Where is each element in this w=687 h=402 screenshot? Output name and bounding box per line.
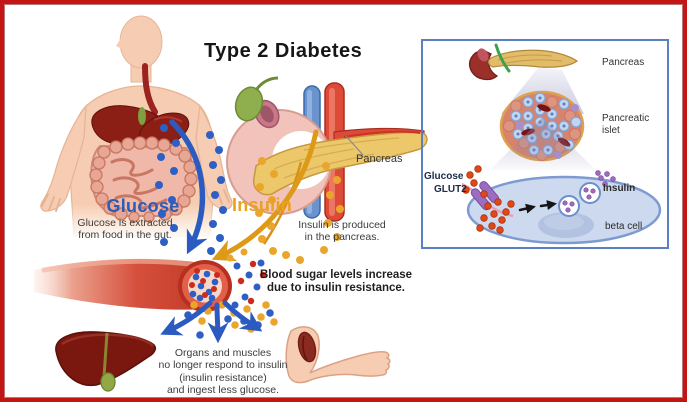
insulin-arrow <box>211 129 319 262</box>
insulin-dots-icon <box>255 157 344 264</box>
organs-note: Organs and muscles no longer respond to … <box>158 347 288 397</box>
distribution-arrows <box>160 300 263 344</box>
beta-cell-icon <box>461 165 662 245</box>
insulin-vesicle-icon <box>558 182 601 217</box>
inset-insulin-label: Insulin <box>603 183 636 194</box>
glucose-molecules-icon <box>462 165 515 234</box>
illustration-layer <box>34 15 662 392</box>
inset-beta-cell-label: beta cell <box>605 221 643 232</box>
insulin-particles-icon <box>595 170 616 187</box>
blood-vessel-icon <box>34 248 267 312</box>
pancreas-pointer-label: Pancreas <box>356 153 403 165</box>
glucose-arrow <box>169 119 208 255</box>
blood-sugar-note: Blood sugar levels increase due to insul… <box>259 269 413 294</box>
glucose-label: Glucose <box>106 196 180 216</box>
inset-glucose-label: Glucose <box>424 171 464 182</box>
arm-muscle-icon <box>285 326 391 384</box>
glucose-dots-icon <box>155 124 227 255</box>
insulin-description: Insulin is produced in the pancreas. <box>298 219 386 243</box>
inset-islet-label: Pancreatic islet <box>602 113 650 136</box>
inset-glut2-label: GLUT2 <box>434 184 467 195</box>
inset-panel <box>421 39 669 249</box>
liver-icon <box>55 331 157 392</box>
pancreatic-islet-icon <box>490 90 596 170</box>
page-title: Type 2 Diabetes <box>204 40 363 62</box>
inset-pancreas-label: Pancreas <box>602 57 645 68</box>
digestive-organs-icon <box>89 63 198 223</box>
insulin-label: Insulin <box>231 195 293 215</box>
glucose-description: Glucose is extracted from food in the gu… <box>77 217 173 241</box>
